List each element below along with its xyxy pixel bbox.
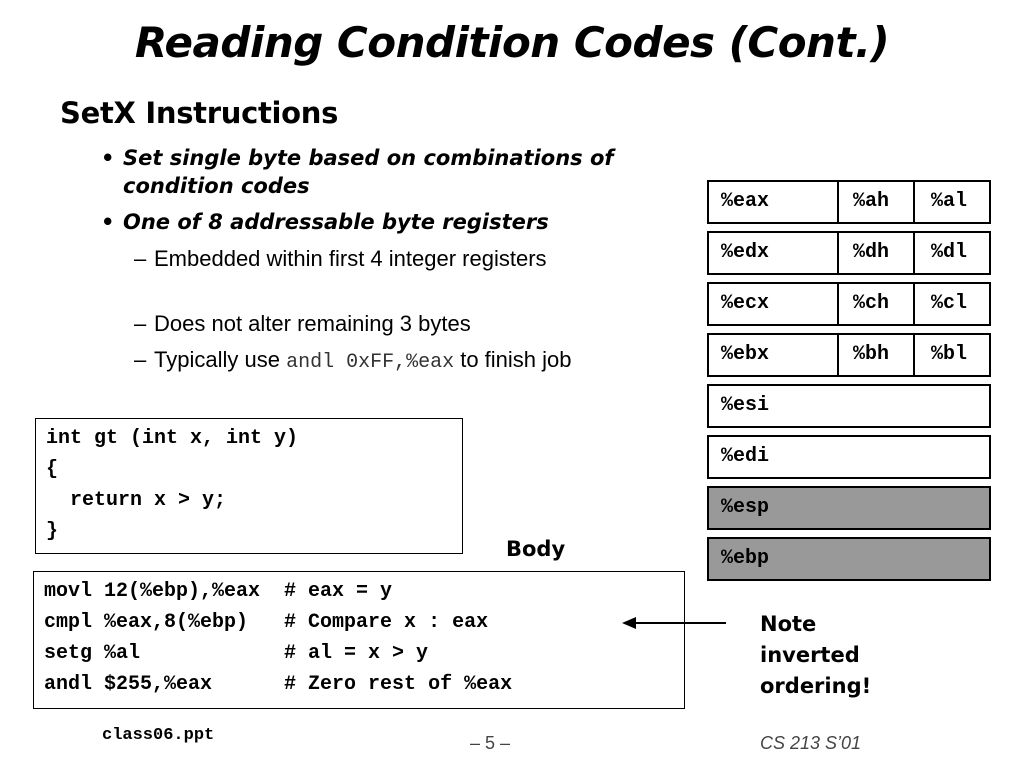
register-name: %ebx: [709, 335, 839, 375]
bullet-marker: •: [101, 210, 115, 234]
sub-bullet-item: – Does not alter remaining 3 bytes: [134, 310, 624, 338]
code-line: cmpl %eax,8(%ebp) # Compare x : eax: [44, 611, 489, 634]
sub-bullet-text-post: to finish job: [454, 347, 572, 372]
register-ebp: %ebp: [707, 537, 991, 581]
note-line: ordering!: [760, 674, 872, 698]
note-line: inverted: [760, 643, 860, 667]
sub-bullet-text: Embedded within first 4 integer register…: [154, 246, 547, 271]
register-name: %edi: [721, 445, 770, 468]
register-esi: %esi: [707, 384, 991, 428]
code-line: movl 12(%ebp),%eax # eax = y: [44, 580, 393, 603]
code-line: setg %al # al = x > y: [44, 642, 429, 665]
c-code-box: int gt (int x, int y) { return x > y; }: [35, 418, 463, 554]
register-eax: %eax %ah %al: [707, 180, 991, 224]
sub-bullet-item: – Embedded within first 4 integer regist…: [134, 245, 624, 273]
dash-marker: –: [134, 347, 147, 372]
register-low-byte: %dl: [931, 241, 968, 264]
note-annotation: Note inverted ordering!: [760, 609, 871, 702]
register-name: %edx: [709, 233, 839, 273]
code-line: return x > y;: [46, 489, 227, 512]
register-ecx: %ecx %ch %cl: [707, 282, 991, 326]
register-low-byte: %bl: [931, 343, 968, 366]
code-line: andl $255,%eax # Zero rest of %eax: [44, 673, 513, 696]
sub-bullet-text-pre: Typically use: [154, 347, 287, 372]
footer-course: CS 213 S’01: [760, 733, 862, 753]
register-high-byte: %bh: [839, 335, 915, 375]
register-name: %ecx: [709, 284, 839, 324]
slide-title: Reading Condition Codes (Cont.): [134, 18, 890, 67]
bullet-item: • Set single byte based on combinations …: [101, 144, 643, 200]
register-high-byte: %dh: [839, 233, 915, 273]
register-edi: %edi: [707, 435, 991, 479]
section-heading: SetX Instructions: [60, 96, 339, 130]
register-name: %ebp: [721, 547, 770, 570]
bullet-item: • One of 8 addressable byte registers: [101, 208, 643, 236]
sub-bullet-item: – Typically use andl 0xFF,%eax to finish…: [134, 346, 644, 377]
code-line: int gt (int x, int y): [46, 427, 299, 450]
footer-filename: class06.ppt: [102, 726, 215, 745]
bullet-text: One of 8 addressable byte registers: [123, 210, 549, 234]
register-high-byte: %ch: [839, 284, 915, 324]
note-line: Note: [760, 612, 817, 636]
register-low-byte: %cl: [931, 292, 968, 315]
inline-code: andl 0xFF,%eax: [286, 351, 455, 374]
code-line: {: [46, 458, 59, 481]
register-ebx: %ebx %bh %bl: [707, 333, 991, 377]
register-esp: %esp: [707, 486, 991, 530]
bullet-marker: •: [101, 146, 115, 170]
register-high-byte: %ah: [839, 182, 915, 222]
asm-code-box: movl 12(%ebp),%eax # eax = y cmpl %eax,8…: [33, 571, 685, 709]
dash-marker: –: [134, 311, 147, 336]
register-name: %esp: [721, 496, 770, 519]
code-line: }: [46, 520, 59, 543]
register-name: %eax: [709, 182, 839, 222]
register-name: %esi: [721, 394, 770, 417]
dash-marker: –: [134, 246, 147, 271]
register-edx: %edx %dh %dl: [707, 231, 991, 275]
arrow-left-icon: [622, 617, 726, 629]
sub-bullet-text: Does not alter remaining 3 bytes: [154, 311, 471, 336]
register-low-byte: %al: [931, 190, 968, 213]
footer-page-number: – 5 –: [470, 733, 511, 753]
body-label: Body: [506, 537, 566, 561]
bullet-text: Set single byte based on combinations of…: [123, 146, 614, 198]
